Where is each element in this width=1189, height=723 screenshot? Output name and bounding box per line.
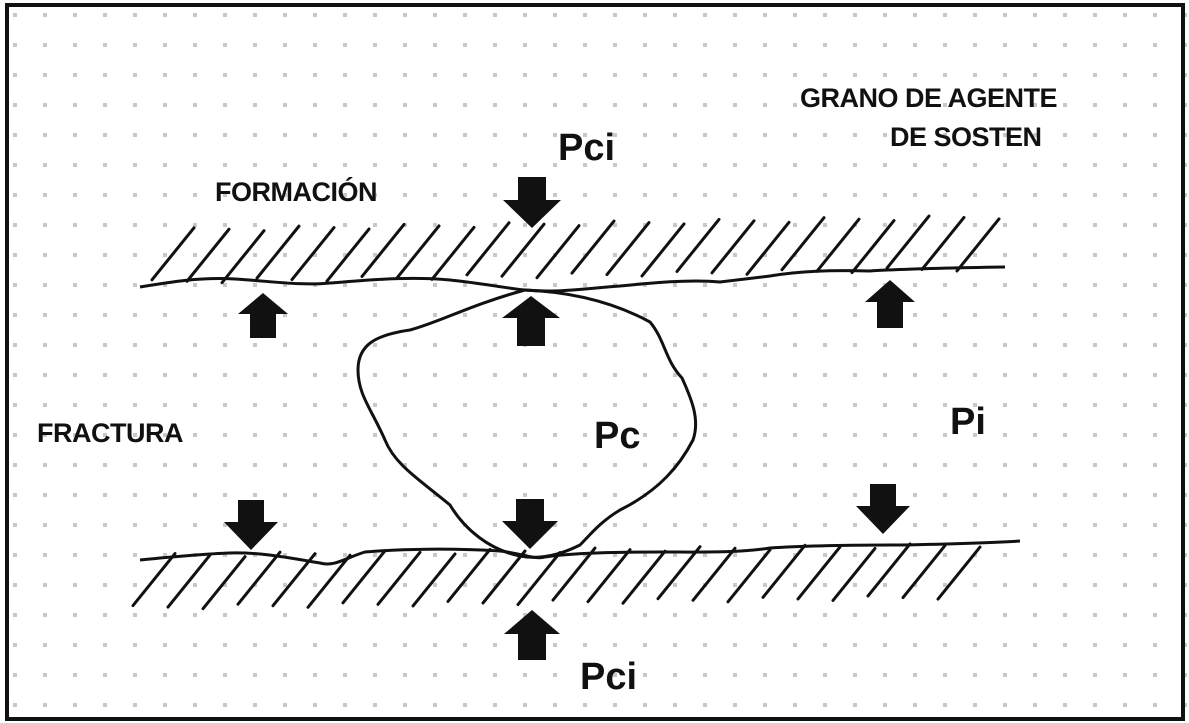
up-arrow-icon xyxy=(504,610,560,660)
hatch-line xyxy=(220,229,266,285)
hatch-line xyxy=(185,227,231,283)
upper-formation-hatching xyxy=(150,214,1001,285)
hatch-line xyxy=(150,226,196,282)
hatch-line xyxy=(271,552,317,608)
hatch-line xyxy=(341,549,387,605)
down-arrow-icon xyxy=(503,177,561,228)
hatch-line xyxy=(866,542,912,598)
down-arrow-icon xyxy=(502,499,558,549)
hatch-line xyxy=(850,219,896,275)
hatch-line xyxy=(726,548,772,604)
hatch-line xyxy=(201,555,247,611)
diagram-frame xyxy=(5,3,1185,721)
hatch-line xyxy=(710,219,756,275)
hatch-line xyxy=(325,227,371,283)
hatch-line xyxy=(920,215,966,271)
hatch-line xyxy=(516,551,562,607)
hatch-line xyxy=(535,224,581,280)
hatch-line xyxy=(430,225,476,281)
hatch-line xyxy=(640,222,686,278)
hatch-line xyxy=(901,544,947,600)
proppant-grain-label-line2: DE SOSTEN xyxy=(890,122,1042,152)
hatch-line xyxy=(166,553,212,609)
pressure-pi-label: Pi xyxy=(950,401,986,443)
hatch-line xyxy=(290,226,336,282)
hatch-line xyxy=(780,216,826,272)
up-arrow-icon xyxy=(502,296,560,346)
pressure-pc-label: Pc xyxy=(594,415,641,457)
hatch-line xyxy=(411,552,457,608)
hatch-line xyxy=(465,221,511,277)
hatch-line xyxy=(936,545,982,601)
pressure-pci-top-label: Pci xyxy=(558,127,616,169)
hatch-line xyxy=(675,217,721,273)
hatch-line xyxy=(955,217,1001,273)
hatch-line xyxy=(815,217,861,273)
hatch-line xyxy=(691,546,737,602)
up-arrow-icon xyxy=(865,280,915,328)
hatch-line xyxy=(656,545,702,601)
hatch-line xyxy=(796,545,842,601)
up-arrow-icon xyxy=(238,293,288,338)
hatch-line xyxy=(131,552,177,608)
down-arrow-icon xyxy=(224,500,278,550)
hatch-line xyxy=(621,549,667,605)
hatch-line xyxy=(376,550,422,606)
hatch-line xyxy=(831,546,877,602)
hatch-line xyxy=(586,548,632,604)
down-arrow-icon xyxy=(856,484,910,534)
hatch-line xyxy=(481,549,527,605)
hatch-line xyxy=(745,220,791,276)
hatch-line xyxy=(570,219,616,275)
hatch-line xyxy=(360,222,406,278)
hatch-line xyxy=(446,547,492,603)
formation-label: FORMACIÓN xyxy=(215,177,377,207)
fracture-label: FRACTURA xyxy=(37,418,183,448)
hatch-line xyxy=(761,543,807,599)
hatch-line xyxy=(500,222,546,278)
lower-formation-hatching xyxy=(131,542,982,611)
hatch-line xyxy=(605,221,651,277)
proppant-grain-label-line1: GRANO DE AGENTE xyxy=(800,83,1058,113)
pressure-pci-bottom-label: Pci xyxy=(580,656,638,698)
hatch-line xyxy=(306,553,352,609)
proppant-grain-outline xyxy=(356,288,698,559)
hatch-line xyxy=(395,224,441,280)
hatch-line xyxy=(551,546,597,602)
hatch-line xyxy=(255,224,301,280)
hatch-line xyxy=(236,550,282,606)
hatch-line xyxy=(885,214,931,270)
